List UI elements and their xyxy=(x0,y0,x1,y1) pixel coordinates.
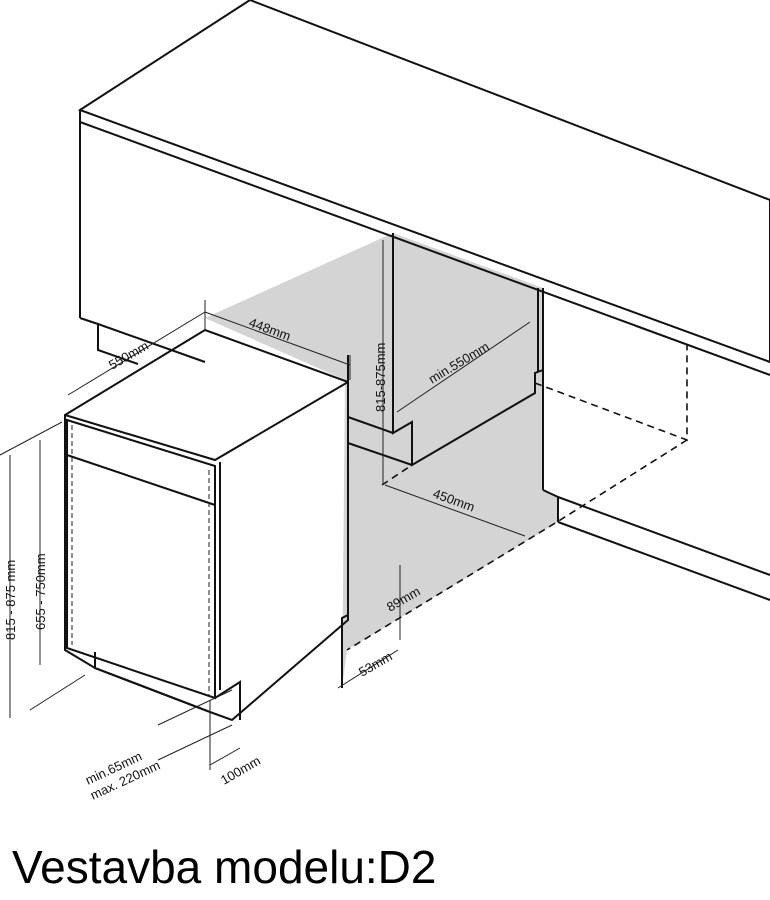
label-door-height: 655 - 750mm xyxy=(33,553,48,630)
niche-area xyxy=(205,233,558,688)
page-title: Vestavba modelu:D2 xyxy=(12,841,437,893)
dimension-lines xyxy=(0,240,531,770)
label-plinth-depth: 53mm xyxy=(356,649,395,680)
left-cabinet xyxy=(79,317,206,365)
label-niche-height: 815-875mm xyxy=(373,343,388,412)
label-door-offset: 100mm xyxy=(218,753,263,788)
dishwasher xyxy=(64,328,349,722)
label-total-height: 815 - 875 mm xyxy=(3,560,18,640)
countertop xyxy=(77,0,770,376)
